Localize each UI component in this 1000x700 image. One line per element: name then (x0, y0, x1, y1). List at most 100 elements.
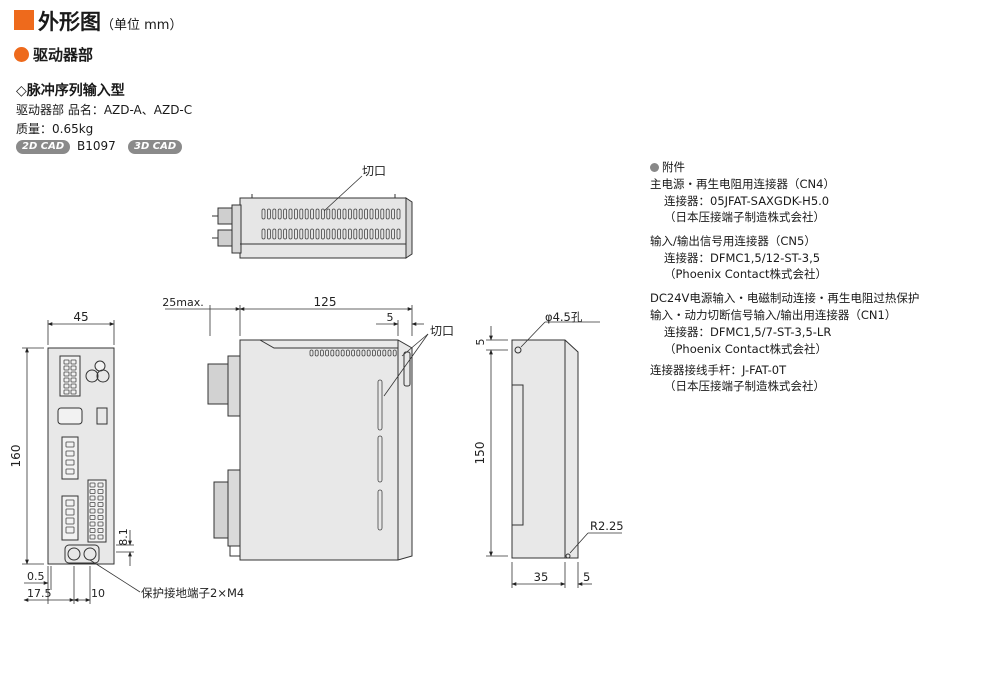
top-view-slots (261, 208, 401, 240)
vent-slot (345, 349, 350, 357)
vent-slot (380, 208, 385, 220)
dim-back-r2-25: R2.25 (590, 519, 624, 533)
front-dimensions (22, 320, 141, 604)
vent-slot (387, 349, 392, 357)
vent-slot (331, 208, 336, 220)
back-view (511, 339, 579, 559)
vent-slot (89, 508, 96, 514)
vent-slot (364, 208, 369, 220)
vent-slot (70, 371, 77, 377)
page-title-unit: （单位 mm） (101, 18, 183, 33)
vent-slot (97, 495, 104, 501)
vent-slot (337, 208, 342, 220)
vent-slot (63, 359, 70, 365)
vent-slot (304, 228, 309, 240)
dim-front-height: 160 (9, 445, 23, 468)
ground-terminal-label: 保护接地端子2×M4 (141, 586, 244, 600)
dim-back-hole: φ4.5孔 (545, 310, 583, 324)
vent-slot (63, 365, 70, 371)
vent-slot (325, 349, 330, 357)
vent-slot (369, 228, 374, 240)
vent-slot (97, 508, 104, 514)
vent-slot (342, 228, 347, 240)
product-mass: 质量：0.65kg (16, 122, 94, 136)
dim-back-5-bottom: 5 (583, 570, 590, 584)
section-marker (14, 47, 29, 62)
vent-slot (330, 349, 335, 357)
vent-slot (356, 349, 361, 357)
vent-slot (347, 208, 352, 220)
vent-slot (385, 228, 390, 240)
vent-slot (377, 349, 382, 357)
vent-slot (97, 528, 104, 533)
dim-side-5: 5 (387, 311, 394, 324)
vent-slot (293, 228, 298, 240)
vent-slot (315, 208, 320, 220)
vent-slot (377, 435, 383, 483)
vent-slot (65, 468, 75, 475)
dim-back-150: 150 (473, 442, 487, 465)
vent-slot (364, 228, 369, 240)
accessory-line: 主电源・再生电阻用连接器（CN4） (650, 177, 835, 191)
vent-slot (272, 228, 277, 240)
vent-slot (361, 349, 366, 357)
vent-slot (299, 228, 304, 240)
vent-slot (277, 228, 282, 240)
accessory-line: DC24V电源输入・电磁制动连接・再生电阻过热保护 (650, 291, 920, 305)
vent-slot (347, 228, 352, 240)
front-view (47, 347, 115, 565)
vent-slot (310, 228, 315, 240)
side-view-callout: 切口 (430, 324, 454, 338)
vent-slot (396, 228, 401, 240)
vent-slot (70, 377, 77, 383)
vent-slot (310, 208, 315, 220)
dim-back-35: 35 (534, 570, 549, 584)
vent-slot (266, 228, 271, 240)
vent-slot (89, 534, 96, 540)
cad-3d-badge[interactable]: 3D CAD (128, 140, 183, 154)
vent-slot (97, 521, 104, 527)
vent-slot (380, 228, 385, 240)
vent-slot (351, 349, 356, 357)
vent-slot (326, 228, 331, 240)
vent-slot (366, 349, 371, 357)
dim-side-125: 125 (314, 295, 337, 309)
vent-slot (70, 365, 77, 371)
vent-slot (377, 489, 383, 531)
vent-slot (331, 228, 336, 240)
vent-slot (382, 349, 387, 357)
dim-front-width: 45 (73, 310, 88, 324)
front-connector-pins (63, 359, 104, 540)
top-view-callout: 切口 (362, 164, 386, 178)
vent-slot (97, 534, 104, 540)
vent-slot (335, 349, 340, 357)
vent-slot (89, 528, 96, 533)
vent-slot (319, 349, 324, 357)
vent-slot (369, 208, 374, 220)
vent-slot (358, 208, 363, 220)
vent-slot (97, 502, 104, 507)
vent-slot (377, 379, 383, 431)
vent-slot (70, 389, 77, 395)
vent-slot (277, 208, 282, 220)
vent-slot (315, 228, 320, 240)
title-marker (14, 10, 34, 30)
vent-slot (374, 208, 379, 220)
vent-slot (374, 228, 379, 240)
accessory-line: （日本压接端子制造株式会社） (664, 210, 825, 224)
vent-slot (391, 228, 396, 240)
side-view (207, 339, 413, 561)
cad-id: B1097 (77, 139, 116, 153)
accessory-line: 连接器：DFMC1,5/12-ST-3,5 (664, 251, 821, 265)
vent-slot (63, 377, 70, 383)
top-view (212, 194, 413, 259)
accessory-line: （日本压接端子制造株式会社） (664, 379, 825, 393)
vent-slot (353, 228, 358, 240)
vent-slot (70, 359, 77, 365)
cad-2d-badge[interactable]: 2D CAD (16, 140, 71, 154)
accessory-line: 连接器：DFMC1,5/7-ST-3,5-LR (664, 325, 832, 339)
vent-slot (70, 383, 77, 389)
vent-slot (326, 208, 331, 220)
vent-slot (371, 349, 376, 357)
leader-line (323, 175, 363, 212)
